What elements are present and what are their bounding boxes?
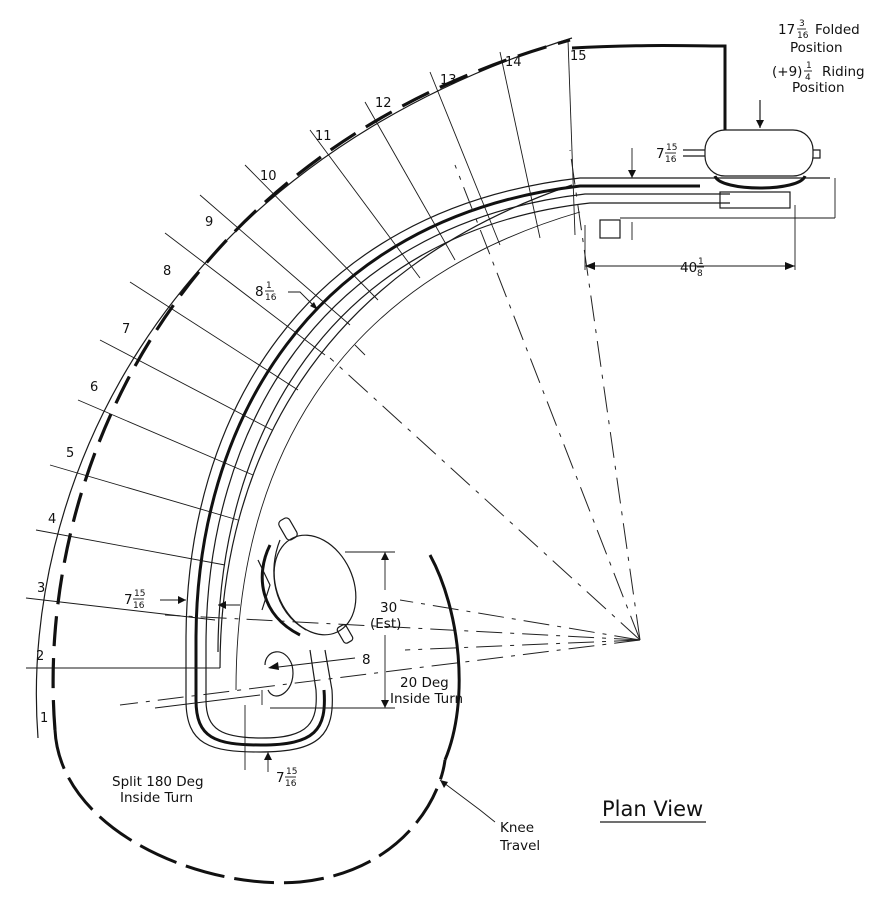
- plan-view-title: Plan View: [602, 797, 703, 821]
- inside-turn-label-1: 20 Deg: [400, 675, 449, 691]
- step-number-12: 12: [375, 96, 392, 111]
- step-number-15: 15: [570, 49, 587, 64]
- lower-chair-icon: [257, 517, 357, 697]
- radial-center-lines: [119, 149, 641, 706]
- top-return-line: [571, 44, 727, 130]
- svg-text:15: 15: [286, 767, 297, 777]
- svg-text:Position: Position: [790, 40, 843, 56]
- knee-travel-label-1: Knee: [500, 820, 534, 836]
- svg-text:1: 1: [266, 281, 272, 291]
- stair-outer-arc: [35, 37, 573, 739]
- svg-text:15: 15: [134, 589, 145, 599]
- dim-bottom-7-15-16: 7 15 16: [276, 767, 297, 789]
- svg-text:4: 4: [805, 73, 811, 83]
- dim-40-1-8: 40 1 8: [680, 257, 704, 279]
- svg-text:7: 7: [656, 146, 665, 162]
- dim-30: 30: [380, 600, 397, 616]
- step-number-10: 10: [260, 169, 277, 184]
- dim-top-7-15-16: 7 15 16: [656, 143, 677, 165]
- stair-inner-arc: [219, 184, 573, 669]
- svg-text:16: 16: [133, 601, 145, 611]
- svg-text:8: 8: [697, 269, 703, 279]
- rail-u-turn-2: [194, 640, 326, 747]
- step-number-9: 9: [205, 215, 213, 230]
- split-turn-label-1: Split 180 Deg: [112, 774, 204, 790]
- step-number-11: 11: [315, 129, 332, 144]
- step-number-2: 2: [36, 649, 44, 664]
- svg-text:16: 16: [797, 31, 809, 41]
- rail-line-2: [194, 184, 700, 641]
- svg-text:16: 16: [265, 293, 277, 303]
- svg-text:Position: Position: [792, 80, 845, 96]
- step-number-labels: 1 2 3 4 5 6 7 8 9 10 11 12 13 14 15: [36, 49, 587, 726]
- rail-end-box: [599, 219, 621, 239]
- svg-text:8: 8: [255, 284, 264, 300]
- upper-chair-icon: [683, 100, 821, 209]
- split-turn-label-2: Inside Turn: [120, 790, 193, 806]
- knee-travel-arc-right: [428, 554, 461, 761]
- step-number-5: 5: [66, 446, 74, 461]
- svg-text:(+9): (+9): [772, 64, 802, 80]
- svg-text:15: 15: [666, 143, 677, 153]
- step-number-6: 6: [90, 380, 98, 395]
- dim-8-1-16: 8 1 16: [255, 281, 277, 303]
- rail-line-3: [205, 193, 730, 646]
- svg-text:7: 7: [276, 770, 285, 786]
- step-number-7: 7: [122, 322, 130, 337]
- svg-text:1: 1: [698, 257, 704, 267]
- step-number-14: 14: [505, 55, 522, 70]
- rail-outer-line: [185, 177, 830, 641]
- svg-text:1: 1: [806, 61, 812, 71]
- step-number-4: 4: [48, 512, 56, 527]
- knee-travel-label-2: Travel: [499, 838, 540, 854]
- svg-text:3: 3: [799, 19, 805, 29]
- svg-text:Riding: Riding: [822, 64, 865, 80]
- rail-inner-line: [217, 202, 730, 653]
- svg-text:7: 7: [124, 592, 133, 608]
- dim-8: 8: [362, 652, 371, 668]
- dim-est: (Est): [370, 616, 401, 632]
- step-number-13: 13: [440, 73, 457, 88]
- svg-text:17: 17: [778, 22, 795, 38]
- step-number-1: 1: [40, 711, 48, 726]
- knee-travel-arc: [53, 729, 447, 885]
- step-number-3: 3: [37, 581, 45, 596]
- step-number-8: 8: [163, 264, 171, 279]
- inside-turn-label-2: Inside Turn: [390, 691, 463, 707]
- svg-text:40: 40: [680, 260, 697, 276]
- svg-text:16: 16: [665, 155, 677, 165]
- rail-u-turn-inner: [205, 645, 317, 739]
- dim-left-7-15-16: 7 15 16: [124, 589, 145, 611]
- riding-position-label: (+9) 1 4 Riding Position: [772, 61, 865, 96]
- step-lines: [25, 39, 576, 669]
- svg-text:16: 16: [285, 779, 297, 789]
- folded-position-label: 17 3 16 Folded Position: [778, 19, 860, 56]
- rail-u-turn: [185, 640, 333, 753]
- stair-tread-inner-arc: [235, 211, 581, 691]
- svg-text:Folded: Folded: [815, 22, 860, 38]
- clearance-dashed-arc: [51, 38, 571, 731]
